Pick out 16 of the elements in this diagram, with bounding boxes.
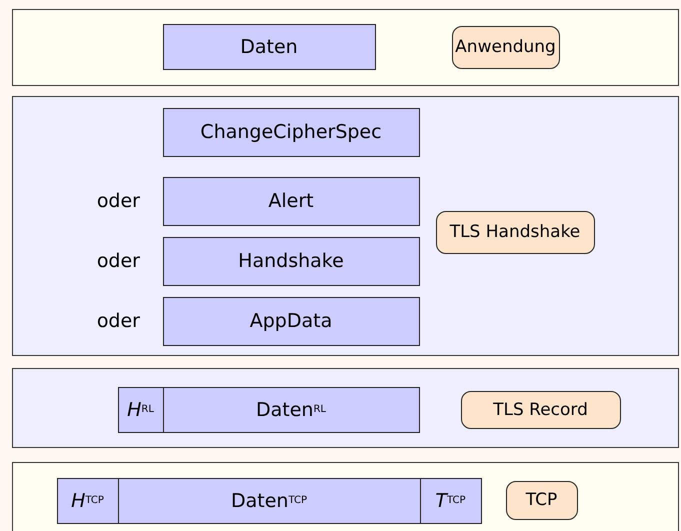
packet-field: Alert — [162, 176, 420, 226]
layer-label: TLS Handshake — [436, 210, 594, 254]
packet-field: Daten — [162, 24, 376, 70]
alternative-note: oder — [96, 310, 140, 332]
layer-panel — [12, 462, 679, 531]
packet-field: ChangeCipherSpec — [162, 108, 420, 156]
layer-panel — [12, 368, 679, 448]
layer-panel — [12, 9, 679, 86]
layer-label: Anwendung — [452, 26, 560, 68]
alternative-note: oder — [96, 250, 140, 272]
alternative-note: oder — [96, 190, 140, 212]
layer-label: TLS Record — [460, 390, 620, 428]
packet-field: Handshake — [162, 236, 420, 286]
layer-panel — [12, 96, 679, 356]
packet-field: AppData — [162, 296, 420, 346]
layer-label: TCP — [506, 480, 578, 520]
